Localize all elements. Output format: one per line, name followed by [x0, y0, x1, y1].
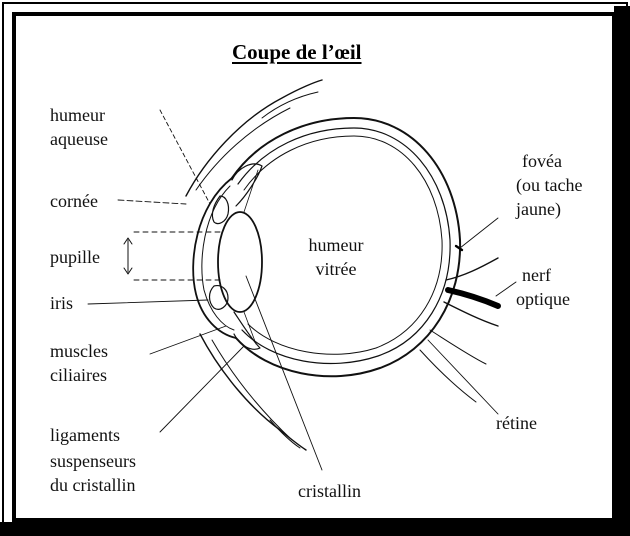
pointer-fovea — [460, 218, 498, 248]
label-ligaments-line2: suspenseurs — [50, 450, 136, 472]
label-humeur-aqueuse-line2: aqueuse — [50, 128, 108, 150]
ligament-top — [244, 170, 258, 212]
pointer-iris — [88, 300, 208, 304]
pointer-muscles — [150, 326, 226, 354]
optic-nerve-sheath — [430, 330, 486, 364]
pointer-humeur-aqueuse — [160, 110, 210, 204]
pointer-nerf — [496, 282, 516, 296]
label-muscles-ciliaires-line2: ciliaires — [50, 364, 107, 386]
pointer-cristallin — [246, 276, 322, 470]
label-iris: iris — [50, 292, 73, 314]
posterior-fold — [420, 350, 476, 402]
label-pupille: pupille — [50, 246, 100, 268]
label-cristallin: cristallin — [298, 480, 361, 502]
label-nerf-optique-line1: nerf — [522, 264, 551, 286]
label-muscles-ciliaires-line1: muscles — [50, 340, 108, 362]
label-retine: rétine — [496, 412, 537, 434]
lower-eyelid — [200, 334, 306, 450]
pointer-ligaments — [160, 346, 244, 432]
optic-nerve-upper — [446, 258, 498, 280]
label-humeur-aqueuse-line1: humeur — [50, 104, 105, 126]
iris-top — [212, 196, 228, 224]
label-fovea-line1: fovéa — [522, 150, 562, 172]
label-humeur-vitree-line1: humeur — [296, 234, 376, 256]
label-humeur-vitree-line2: vitrée — [296, 258, 376, 280]
optic-nerve-core — [448, 290, 498, 306]
upper-eyelid — [186, 80, 322, 196]
label-nerf-optique-line2: optique — [516, 288, 570, 310]
lens — [218, 212, 262, 312]
ligament-bottom — [244, 312, 256, 344]
label-cornee: cornée — [50, 190, 98, 212]
page-title: Coupe de l’œil — [232, 40, 362, 65]
label-ligaments-line1: ligaments — [50, 424, 120, 446]
pointer-cornee — [118, 200, 186, 204]
label-ligaments-line3: du cristallin — [50, 474, 135, 496]
label-fovea-line2: (ou tache — [516, 174, 582, 196]
label-fovea-line3: jaune) — [516, 198, 561, 220]
